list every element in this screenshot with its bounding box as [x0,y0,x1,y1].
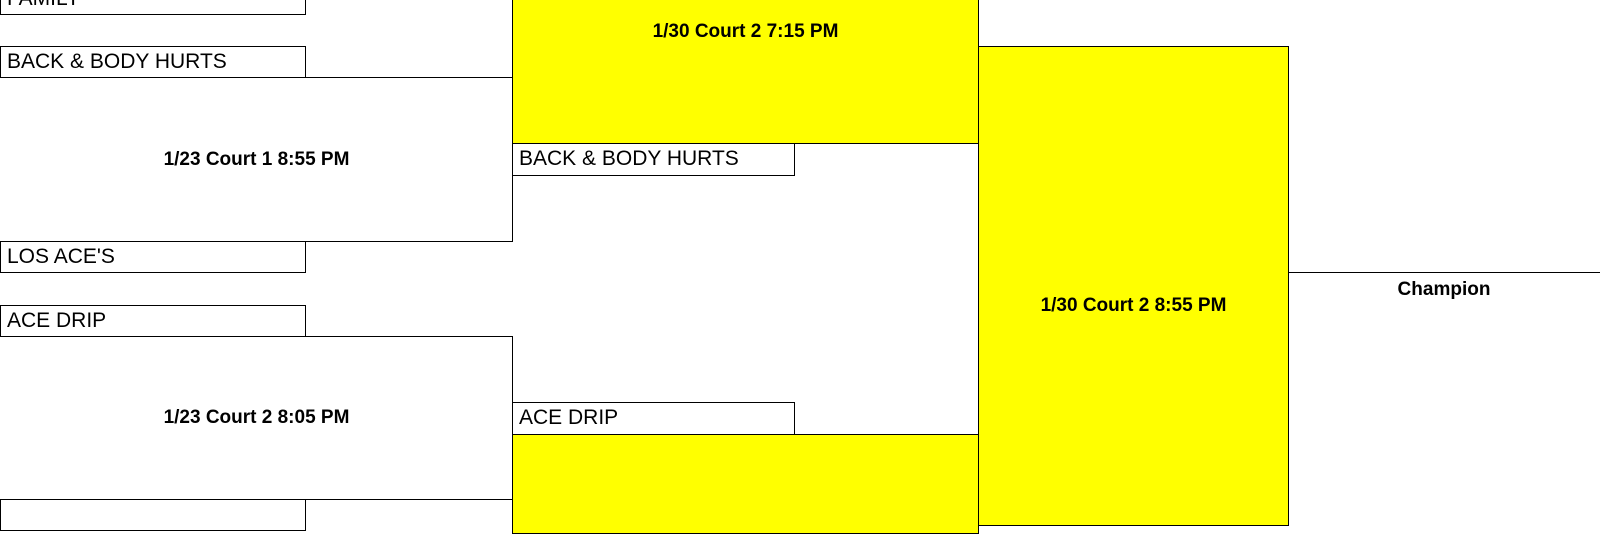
round2-match-info-top: 1/30 Court 2 7:15 PM [652,21,839,42]
round2-match-box-bottom [512,434,979,534]
team-slot-back-body-hurts: BACK & BODY HURTS [0,46,306,78]
final-match-box: 1/30 Court 2 8:55 PM [978,46,1289,526]
team-slot-los-aces: LOS ACE'S [0,241,306,273]
champion-label: Champion [1397,279,1491,300]
round1-match-info-top: 1/23 Court 1 8:55 PM [163,148,350,170]
final-match-info: 1/30 Court 2 8:55 PM [1040,295,1227,316]
team-slot-ace-drip: ACE DRIP [0,305,306,337]
round2-team-slot-top: BACK & BODY HURTS [512,143,795,176]
champion-line [1288,272,1600,273]
team-slot-bottom [0,499,306,531]
team-slot-family: FAMILY [0,0,306,15]
round2-team-slot-bottom: ACE DRIP [512,402,795,435]
round2-match-box-top: 1/30 Court 2 7:15 PM [512,0,979,144]
round1-match-info-bottom: 1/23 Court 2 8:05 PM [163,407,350,428]
